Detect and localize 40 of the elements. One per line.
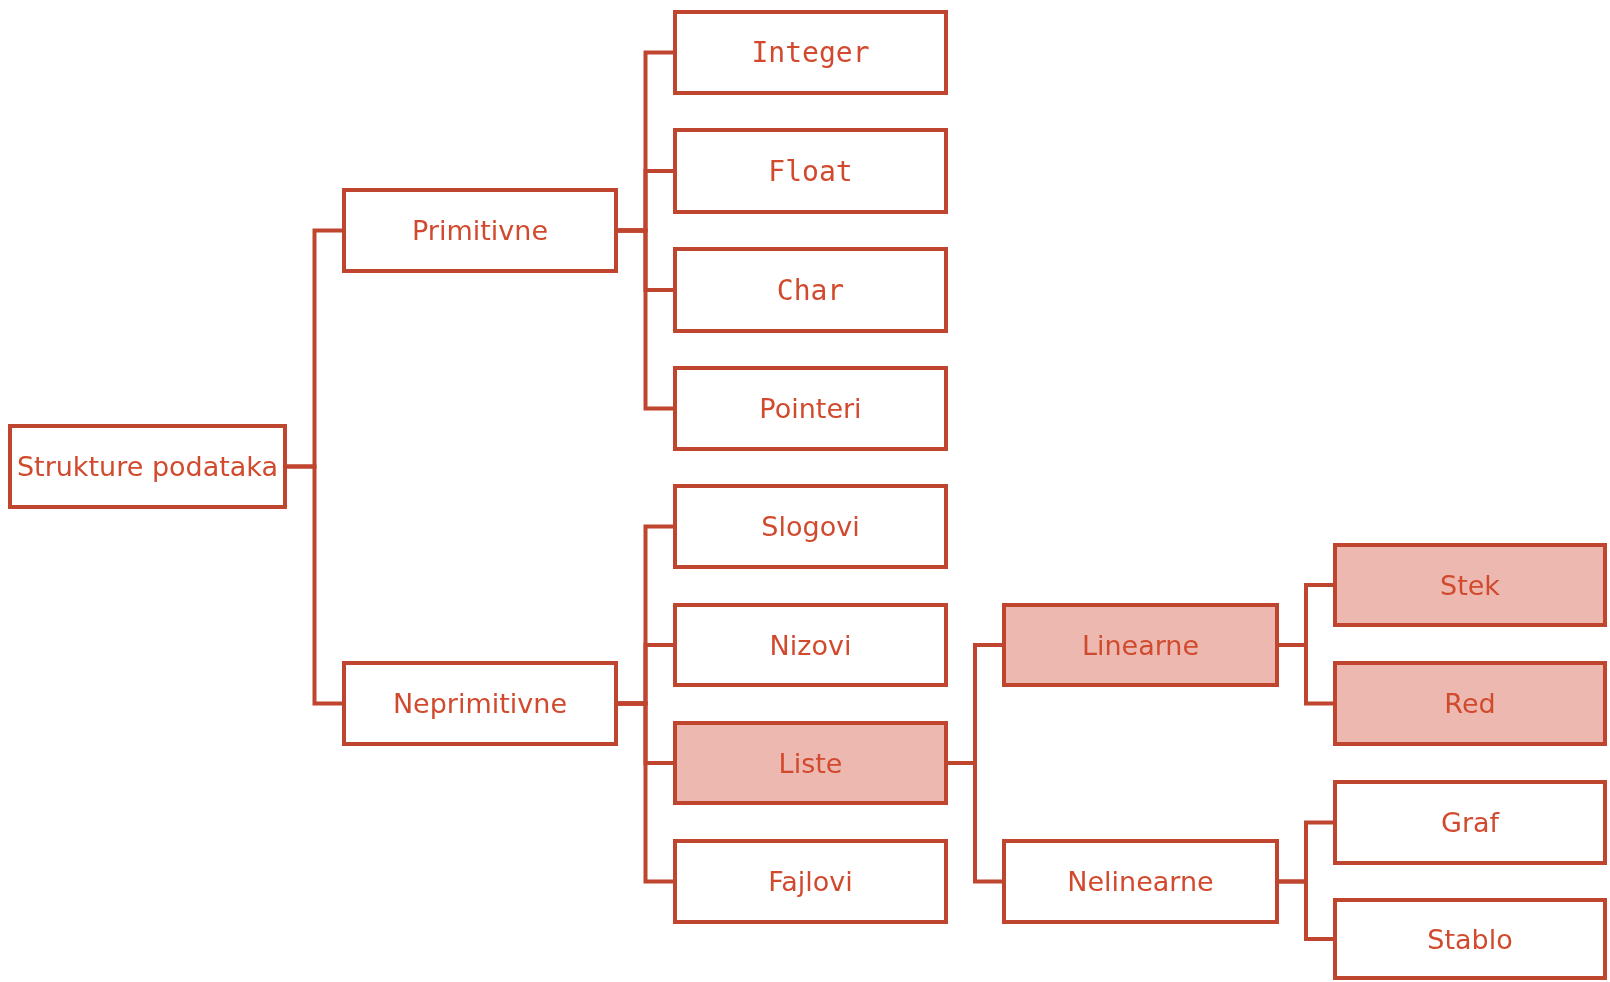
box-label: Graf [1440,807,1500,838]
box-label: Stek [1440,569,1500,601]
connector-line [287,464,342,706]
box-label: Integer [751,36,870,69]
category-box [342,188,618,273]
category-box [1333,898,1607,980]
box-label: Primitivne [412,215,548,246]
box-label: Strukture podataka [16,451,279,482]
connector-line [618,701,673,884]
highlighted-box [1333,543,1607,627]
box-label: Stablo [1427,923,1513,955]
connector-line [618,228,673,411]
box-label: Linearne [1081,629,1200,661]
box-label: Neprimitivne [392,688,568,719]
category-box [342,661,618,746]
box-label: Float [768,154,853,188]
box-label: Char [776,273,845,307]
connector-line [1279,879,1333,941]
box-label: Nizovi [769,629,852,661]
box-label: Pointeri [759,393,862,424]
category-box [673,128,948,214]
connector-line [948,761,1002,884]
box-label: Red [1444,688,1496,719]
connector-line [1279,643,1333,706]
box-label: Nelinearne [1067,866,1214,897]
category-box [673,839,948,924]
highlighted-box [1002,603,1279,687]
category-box [673,247,948,333]
category-box [673,484,948,569]
highlighted-box [1333,661,1607,746]
category-box [673,366,948,451]
box-label: Slogovi [761,511,860,542]
category-box [8,424,287,509]
box-label: Liste [778,747,843,779]
category-box [1002,839,1279,924]
category-box [673,10,948,95]
category-box [1333,780,1607,865]
category-box [673,603,948,687]
box-label: Fajlovi [768,866,853,897]
highlighted-box [673,721,948,805]
